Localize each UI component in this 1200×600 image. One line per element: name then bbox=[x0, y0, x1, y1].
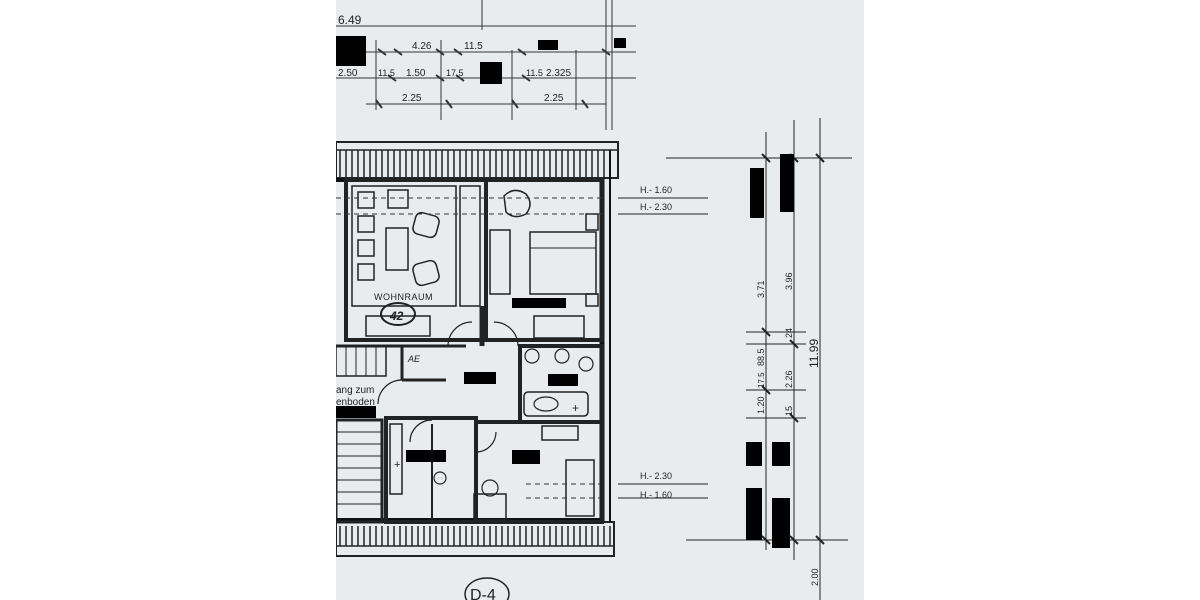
redaction-mark bbox=[336, 406, 376, 418]
dim-right-overall: 11.99 bbox=[807, 339, 821, 368]
dim-right-middle-c: 2.26 bbox=[784, 370, 794, 388]
stairwell bbox=[336, 418, 384, 524]
dim-top-row2-b: 11.5 bbox=[378, 68, 395, 78]
svg-text:+: + bbox=[572, 401, 579, 415]
redaction-mark bbox=[746, 442, 762, 466]
dim-right-middle-b: 24 bbox=[784, 328, 794, 338]
stair-note: AE bbox=[407, 354, 421, 364]
svg-text:+: + bbox=[394, 459, 400, 471]
dim-right-middle-a: 3.96 bbox=[784, 272, 794, 290]
redaction-mark bbox=[512, 298, 566, 308]
height-mark-lower-2: H.- 1.60 bbox=[640, 490, 672, 500]
living-room bbox=[344, 178, 488, 342]
bedroom bbox=[484, 178, 604, 342]
dim-right-inner-b: 88.5 bbox=[756, 348, 766, 366]
drawing-tag: D-4 bbox=[470, 587, 496, 600]
dim-right-inner-c: 1.20 bbox=[756, 396, 766, 414]
redaction-mark bbox=[772, 442, 790, 466]
dim-right-bottom: 2.00 bbox=[810, 568, 820, 586]
height-leader-lines bbox=[618, 197, 708, 499]
dim-top-row3-b: 2.25 bbox=[544, 93, 564, 104]
right-dimension-lines bbox=[666, 118, 852, 600]
dim-right-inner-e: 15 bbox=[784, 406, 794, 416]
roof-hatching-bottom bbox=[336, 521, 615, 557]
right-dimension-ticks bbox=[761, 153, 825, 545]
dim-top-row2-e: 11.5 bbox=[526, 68, 543, 78]
redaction-mark bbox=[406, 450, 446, 462]
floor-plan-drawing: 6.49 4.26 11.5 2.50 11.5 1.50 17.5 11.5 … bbox=[336, 0, 852, 600]
dim-top-row3-a: 2.25 bbox=[402, 93, 422, 104]
height-mark-upper-1: H.- 1.60 bbox=[640, 185, 672, 195]
dim-right-inner-d: 17.5 bbox=[757, 372, 766, 388]
room-number-circle bbox=[380, 302, 416, 326]
floor-plan-sheet: 6.49 4.26 11.5 2.50 11.5 1.50 17.5 11.5 … bbox=[336, 0, 864, 600]
roof-hatching-top bbox=[336, 141, 619, 179]
redaction-mark bbox=[780, 154, 794, 212]
dim-top-row1-a: 4.26 bbox=[412, 41, 432, 52]
dim-top-row2-f: 2.325 bbox=[546, 68, 571, 79]
room-label-living: WOHNRAUM bbox=[374, 292, 433, 302]
attic-access-label-line1: ang zum bbox=[336, 385, 374, 396]
redaction-mark bbox=[512, 450, 540, 464]
redaction-mark bbox=[480, 62, 502, 84]
redaction-mark bbox=[548, 374, 578, 386]
height-mark-upper-2: H.- 2.30 bbox=[640, 202, 672, 212]
kitchen bbox=[473, 420, 604, 524]
dim-top-row1-b: 11.5 bbox=[464, 41, 483, 52]
dim-top-row2-a: 2.50 bbox=[338, 68, 358, 79]
redaction-mark bbox=[746, 488, 762, 540]
top-dimension-ticks bbox=[375, 48, 611, 109]
redaction-mark bbox=[538, 40, 558, 50]
small-room: + bbox=[384, 416, 478, 524]
roof-edge-dashed-lines bbox=[336, 197, 602, 499]
redaction-mark bbox=[614, 38, 626, 48]
room-number-living: 42 bbox=[389, 309, 404, 323]
redaction-mark bbox=[336, 36, 366, 66]
dim-top-row2-d: 17.5 bbox=[446, 68, 464, 78]
redaction-mark bbox=[464, 372, 496, 384]
height-mark-lower-1: H.- 2.30 bbox=[640, 471, 672, 481]
attic-access-label-line2: enboden bbox=[336, 397, 375, 408]
drawing-tag-circle bbox=[464, 577, 510, 600]
redaction-mark bbox=[772, 498, 790, 548]
dim-overall-left: 6.49 bbox=[338, 13, 362, 27]
dim-right-inner-a: 3.71 bbox=[756, 280, 766, 298]
redaction-mark bbox=[750, 168, 764, 218]
dim-top-row2-c: 1.50 bbox=[406, 68, 426, 79]
